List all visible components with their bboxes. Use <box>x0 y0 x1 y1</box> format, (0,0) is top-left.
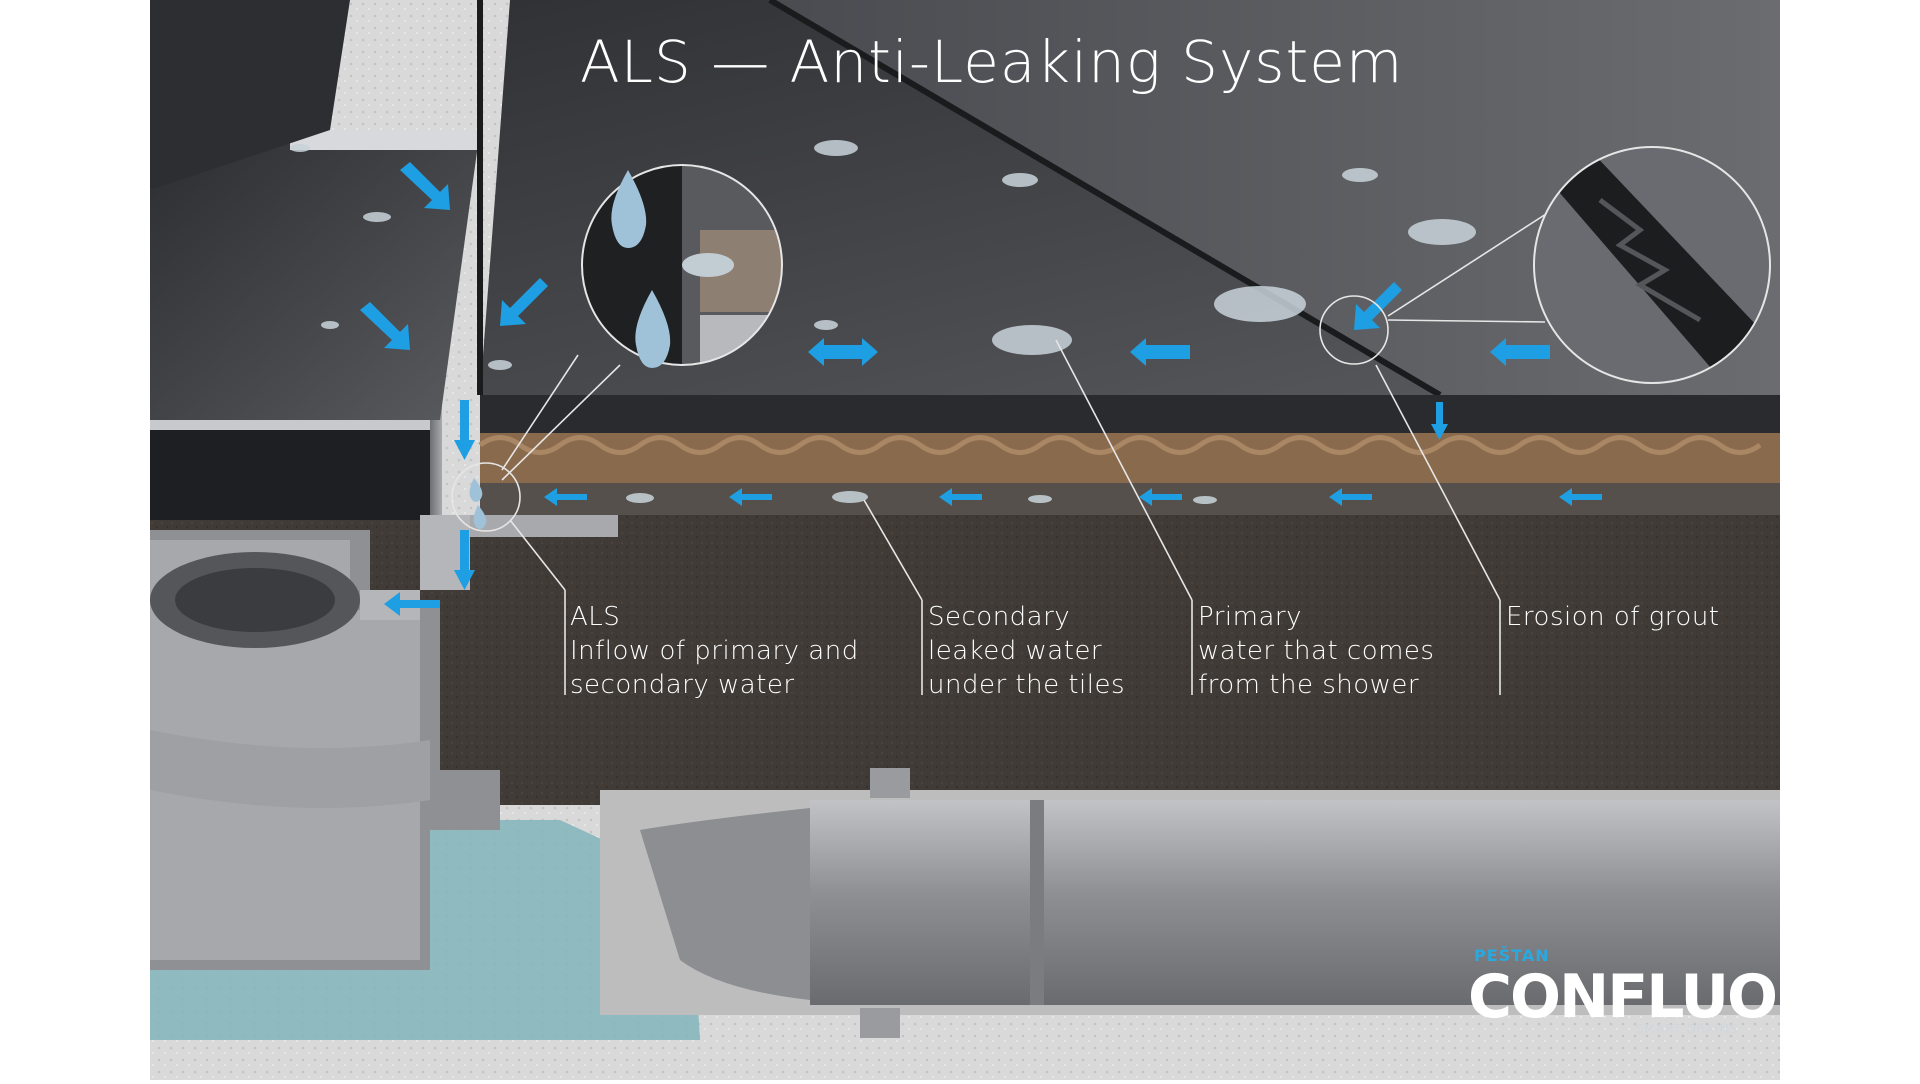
arrow-icon <box>360 162 1602 616</box>
logo-maker: PEŠTAN <box>1474 946 1550 965</box>
callout-secondary-line: Secondary <box>928 602 1071 632</box>
callout-erosion-line: Erosion of grout <box>1506 602 1720 632</box>
callout-erosion-of-grout: Erosion of grout <box>1506 600 1720 634</box>
callout-primary-line: from the shower <box>1198 670 1420 700</box>
callout-secondary-line: under the tiles <box>928 670 1126 700</box>
callout-primary-line: Primary <box>1198 602 1302 632</box>
magnifier-circle-icon <box>1533 146 1771 384</box>
water-drop-icon <box>635 290 671 368</box>
logo-tagline: SMART DRAINS <box>1635 1022 1738 1036</box>
water-droplets <box>290 140 1476 504</box>
diagram-title: ALS — Anti-Leaking System <box>580 28 1404 96</box>
callout-als-line: ALS <box>570 602 621 632</box>
water-drop-icon <box>611 170 647 248</box>
logo-brand: CONFLUO <box>1468 962 1778 1032</box>
callout-lines <box>451 204 1561 695</box>
tile-edge <box>480 395 1780 433</box>
callout-als-line: secondary water <box>570 670 795 700</box>
callout-primary-line: water that comes <box>1198 636 1435 666</box>
callout-primary-water: Primary water that comes from the shower <box>1198 600 1434 702</box>
callout-als-line: Inflow of primary and <box>570 636 859 666</box>
brand-logo: PEŠTAN CONFLUO SMART DRAINS <box>1468 944 1778 1054</box>
callout-als: ALS Inflow of primary and secondary wate… <box>570 600 859 702</box>
callout-secondary-water: Secondary leaked water under the tiles <box>928 600 1125 702</box>
callout-secondary-line: leaked water <box>928 636 1103 666</box>
